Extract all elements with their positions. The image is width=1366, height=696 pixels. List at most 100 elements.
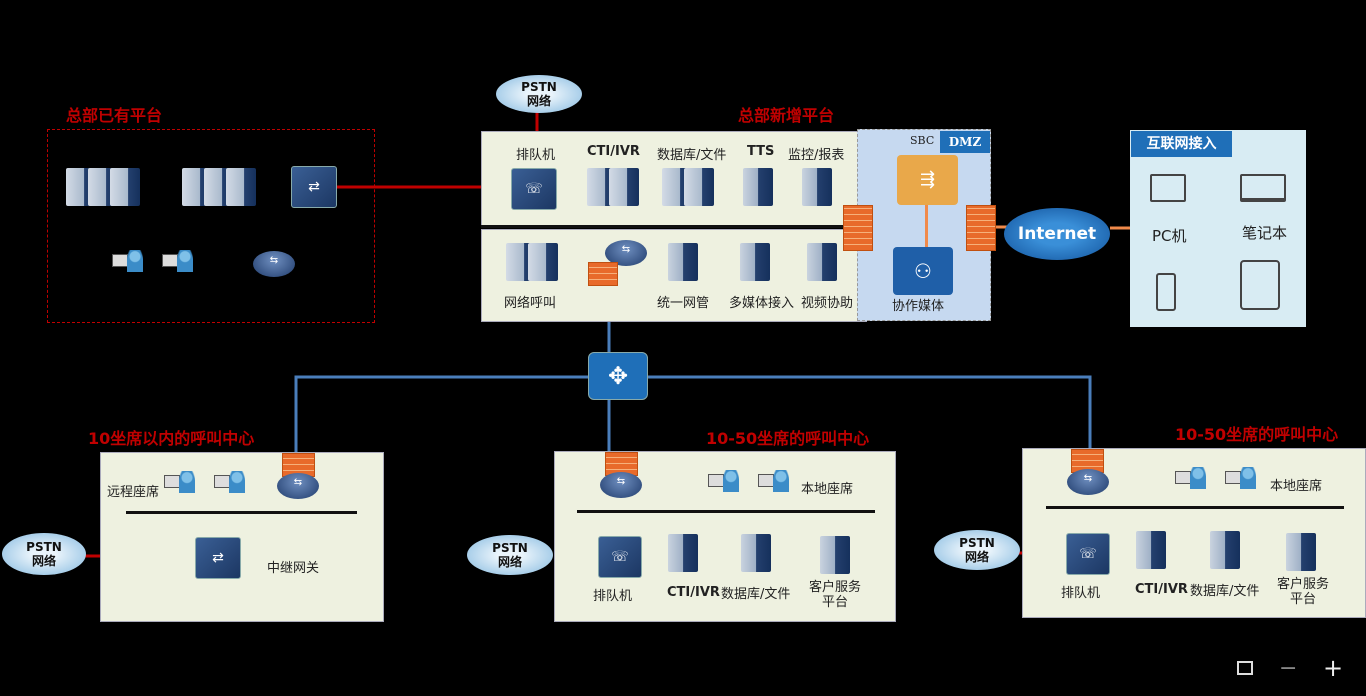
unified-nms-label: 统一网管: [657, 296, 710, 311]
server-icon: [609, 168, 639, 206]
fit-screen-button[interactable]: [1237, 661, 1253, 675]
trunk-gateway-icon: ⇄: [195, 537, 241, 579]
collaboration-media-label: 协作媒体: [892, 299, 945, 314]
agent-icon: [708, 470, 742, 494]
internet-access-panel: 互联网接入 PC机 笔记本: [1130, 130, 1306, 327]
core-router-icon: ✥: [588, 352, 648, 400]
branch-bus: [126, 511, 357, 514]
agent-icon: [164, 471, 198, 495]
acd-icon: ☏: [1066, 533, 1110, 575]
zoom-in-button[interactable]: +: [1323, 654, 1344, 682]
acd-label: 排队机: [516, 148, 556, 163]
laptop-icon: [1240, 174, 1286, 202]
sbc-link: [925, 205, 928, 247]
router-icon: ⇆: [600, 472, 642, 498]
agent-icon: [112, 250, 146, 274]
router-icon: ⇆: [253, 251, 295, 277]
server-icon: [528, 243, 558, 281]
server-icon: [226, 168, 256, 206]
pstn-label: 网络: [497, 555, 522, 569]
dmz-badge: DMZ: [940, 131, 990, 153]
pstn-label: PSTN: [521, 80, 557, 94]
branch-bus: [1046, 506, 1344, 509]
pc-icon: [1150, 174, 1186, 202]
branch-bus: [577, 510, 875, 513]
server-icon: [110, 168, 140, 206]
server-icon: [1210, 531, 1240, 569]
wan-link: [294, 375, 1092, 452]
pc-label: PC机: [1152, 227, 1187, 245]
hq-new-title: 总部新增平台: [738, 106, 835, 125]
hq-existing-title: 总部已有平台: [66, 106, 163, 125]
sbc-label: SBC: [910, 134, 935, 147]
trunk-gateway-label: 中继网关: [267, 561, 320, 576]
hq-existing-box: ⇄ ⇆: [47, 129, 375, 323]
pstn-label: PSTN: [959, 536, 995, 550]
database-label: 数据库/文件: [721, 587, 791, 602]
cti-ivr-label: CTI/IVR: [1135, 582, 1188, 597]
branch-small-panel: 远程座席 ⇆ ⇄ 中继网关: [100, 452, 384, 622]
server-icon: [1286, 533, 1316, 571]
laptop-label: 笔记本: [1242, 224, 1288, 242]
server-icon: [684, 168, 714, 206]
firewall-icon: [843, 205, 873, 251]
firewall-icon: [966, 205, 996, 251]
sbc-icon: ⇶: [897, 155, 958, 205]
video-assist-label: 视频协助: [801, 296, 854, 311]
customer-service-label: 客户服务 平台: [1277, 577, 1330, 607]
network-call-label: 网络呼叫: [504, 296, 557, 311]
pstn-label: 网络: [31, 554, 56, 568]
server-icon: [1136, 531, 1166, 569]
firewall-icon: [588, 262, 618, 286]
acd-icon: ☏: [598, 536, 642, 578]
cti-ivr-label: CTI/IVR: [587, 144, 640, 159]
branch-mid-panel: ⇆ 本地座席 ☏ 排队机 CTI/IVR 数据库/文件 客户服务 平台: [554, 451, 896, 622]
multimedia-access-label: 多媒体接入: [729, 296, 795, 311]
agent-icon: [1175, 467, 1209, 491]
branch-right-title: 10-50坐席的呼叫中心: [1175, 425, 1339, 444]
local-agent-label: 本地座席: [1270, 479, 1323, 494]
router-icon: ⇆: [605, 240, 647, 266]
server-icon: [668, 534, 698, 572]
database-label: 数据库/文件: [657, 148, 727, 163]
server-icon: [741, 534, 771, 572]
pstn-label: 网络: [526, 94, 551, 108]
acd-icon: ☏: [511, 168, 557, 210]
internet-cloud: Internet: [1004, 208, 1110, 260]
server-icon: [820, 536, 850, 574]
agent-icon: [758, 470, 792, 494]
tablet-icon: [1240, 260, 1280, 310]
tts-label: TTS: [747, 144, 775, 159]
phone-icon: [1156, 273, 1176, 311]
acd-label: 排队机: [1061, 586, 1101, 601]
agent-icon: [214, 471, 248, 495]
server-icon: [668, 243, 698, 281]
agent-icon: [1225, 467, 1259, 491]
zoom-out-button[interactable]: −: [1279, 656, 1298, 681]
local-agent-label: 本地座席: [801, 482, 854, 497]
agent-icon: [162, 250, 196, 274]
branch-small-title: 10坐席以内的呼叫中心: [88, 429, 255, 448]
hq-bus: [481, 225, 861, 228]
switch-icon: ⇄: [291, 166, 337, 208]
pstn-label: 网络: [964, 550, 989, 564]
server-icon: [743, 168, 773, 206]
router-icon: ⇆: [1067, 469, 1109, 495]
remote-agent-label: 远程座席: [107, 485, 160, 500]
server-icon: [807, 243, 837, 281]
router-icon: ⇆: [277, 473, 319, 499]
acd-label: 排队机: [593, 589, 633, 604]
pstn-label: PSTN: [492, 541, 528, 555]
cti-ivr-label: CTI/IVR: [667, 585, 720, 600]
internet-access-title: 互联网接入: [1131, 131, 1232, 157]
customer-service-label: 客户服务 平台: [809, 580, 862, 610]
monitor-label: 监控/报表: [788, 148, 845, 163]
internet-label: Internet: [1017, 224, 1097, 244]
branch-mid-title: 10-50坐席的呼叫中心: [706, 429, 870, 448]
database-label: 数据库/文件: [1190, 584, 1260, 599]
pstn-label: PSTN: [26, 540, 62, 554]
